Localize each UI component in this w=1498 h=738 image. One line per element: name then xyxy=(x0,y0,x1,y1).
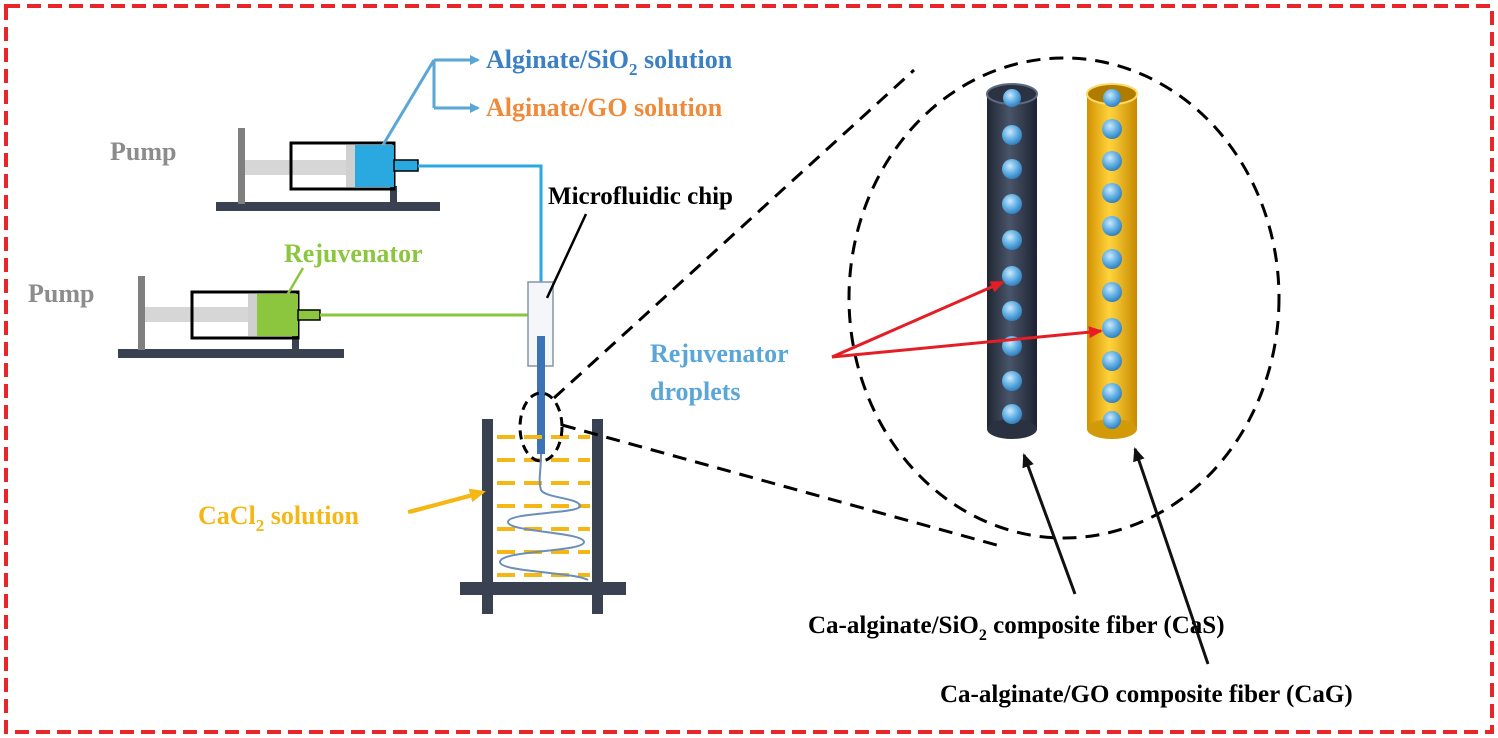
zoom-source-ellipse xyxy=(518,391,564,463)
alginate-sio2-main: Alginate/SiO xyxy=(486,45,629,74)
pump-bottom-plunger-rod xyxy=(145,307,251,322)
zoom-line-top xyxy=(552,68,916,400)
pump-bottom-stand xyxy=(138,276,145,350)
microfluidic-chip-label: Microfluidic chip xyxy=(548,183,733,210)
pump-bottom-foot xyxy=(292,333,299,351)
cacl2-main: CaCl xyxy=(198,501,256,530)
rejuvenator-droplets-label-line2: droplets xyxy=(650,377,741,406)
red-arrow-to-cas-droplet xyxy=(831,280,1005,359)
pump-top-nozzle xyxy=(393,159,419,172)
bath-base xyxy=(460,582,626,595)
rejuvenator-pointer-line xyxy=(284,267,305,298)
pump-top-stand xyxy=(238,128,245,204)
bath-left-wall xyxy=(482,419,493,614)
cas-tail: composite fiber (CaS) xyxy=(987,612,1225,639)
rejuvenator-label: Rejuvenator xyxy=(284,239,423,268)
pump-bottom-assembly xyxy=(118,276,344,358)
selector-stem xyxy=(381,59,436,146)
alginate-sio2-tail: solution xyxy=(638,45,733,74)
cacl2-pointer-arrow xyxy=(409,488,486,514)
pump-top-assembly xyxy=(216,128,440,211)
cas-main: Ca-alginate/SiO xyxy=(808,612,979,639)
fiber-cas-bottom-cap xyxy=(987,419,1037,439)
bath-right-wall xyxy=(592,419,603,614)
fiber-cag-droplets xyxy=(1102,89,1122,429)
cag-fiber-label: Ca-alginate/GO composite fiber (CaG) xyxy=(940,681,1353,708)
pump-top-label: Pump xyxy=(110,137,176,166)
alginate-sio2-subscript: 2 xyxy=(629,60,638,79)
magnified-view-ellipse xyxy=(847,56,1281,540)
cacl2-tail: solution xyxy=(264,501,359,530)
chip-outlet-capillary xyxy=(537,336,545,454)
chip-pointer-line xyxy=(545,213,588,299)
alginate-sio2-label: Alginate/SiO2 solution xyxy=(486,45,733,79)
blue-tubing xyxy=(418,164,543,285)
fiber-cas-droplets xyxy=(1002,89,1022,424)
fiber-cag xyxy=(1086,83,1138,439)
pump-bottom-piston xyxy=(248,294,257,336)
coiled-fiber xyxy=(498,453,589,581)
pump-top-fluid xyxy=(355,145,394,187)
cacl2-bath xyxy=(460,419,626,614)
cas-subscript: 2 xyxy=(979,627,987,644)
pump-top-plunger-rod xyxy=(245,160,349,175)
pump-bottom-fluid xyxy=(257,294,298,336)
black-arrow-to-cas xyxy=(1022,453,1077,595)
pump-bottom-label: Pump xyxy=(28,279,94,308)
black-arrow-to-cag xyxy=(1133,447,1210,665)
pump-top-base xyxy=(216,202,440,211)
cacl2-label: CaCl2 solution xyxy=(198,501,359,535)
pump-top-foot xyxy=(390,186,397,204)
zoom-line-bottom xyxy=(561,423,1001,548)
pump-bottom-nozzle xyxy=(297,309,321,321)
cas-fiber-label: Ca-alginate/SiO2 composite fiber (CaS) xyxy=(808,612,1225,644)
alginate-go-label: Alginate/GO solution xyxy=(486,93,723,122)
rejuvenator-droplets-label-line1: Rejuvenator xyxy=(650,339,789,368)
outer-dashed-frame xyxy=(4,4,1494,734)
red-arrow-to-cag-droplet xyxy=(831,326,1103,359)
pump-bottom-base xyxy=(118,349,344,358)
fiber-cas xyxy=(986,83,1038,439)
cacl2-subscript: 2 xyxy=(256,516,265,535)
pump-top-piston xyxy=(346,145,355,187)
bath-liquid-levels xyxy=(497,435,590,577)
